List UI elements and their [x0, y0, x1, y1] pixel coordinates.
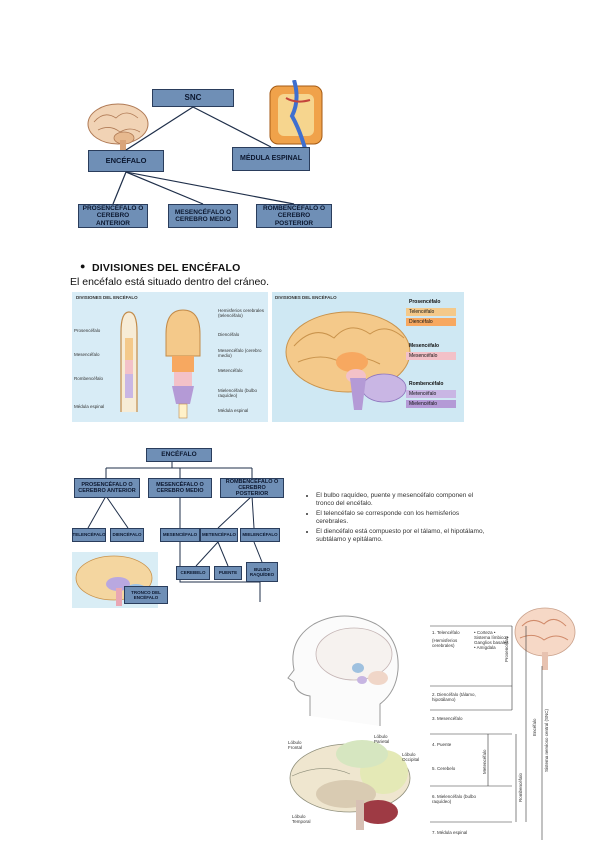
- node2-puente: PUENTE: [214, 566, 242, 580]
- node2-tronco: TRONCO DEL ENCÉFALO: [124, 586, 168, 604]
- node2-prosencefalo: PROSENCÉFALO O CEREBRO ANTERIOR: [74, 478, 140, 498]
- lobe-occipital: Lóbulo Occipital: [402, 752, 420, 762]
- list-item-1-sub: (Hemisferios cerebrales): [432, 638, 458, 648]
- figure-divisions-left: DIVISIONES DEL ENCÉFALO Prosencéfalo Mes…: [72, 292, 268, 422]
- notes-list: El bulbo raquídeo, puente y mesencéfalo …: [306, 492, 491, 546]
- right-label-hemisferios: Hemisferios cerebrales (telencéfalo): [218, 308, 265, 318]
- node2-telencefalo: TELENCÉFALO: [72, 528, 106, 542]
- tag-metencefalo: Metencéfalo: [406, 390, 456, 398]
- bullet-point: ●: [80, 261, 86, 271]
- lobes-brain-illustration: [289, 740, 411, 830]
- section-title: DIVISIONES DEL ENCÉFALO: [92, 262, 241, 274]
- node-mesencefalo: MESENCÉFALO O CEREBRO MEDIO: [168, 204, 238, 228]
- node2-diencefalo: DIENCÉFALO: [110, 528, 144, 542]
- lobe-frontal: Lóbulo Frontal: [288, 740, 303, 750]
- note-item: El bulbo raquídeo, puente y mesencéfalo …: [316, 492, 491, 509]
- group-prosencefalo: Prosencéfalo: [409, 299, 441, 305]
- node-rombencefalo: ROMBENCÉFALO O CEREBRO POSTERIOR: [256, 204, 332, 228]
- node-snc: SNC: [152, 89, 234, 107]
- right-label-diencefalo: Diencéfalo: [218, 332, 240, 337]
- figure-divisions-right: DIVISIONES DEL ENCÉFALO Prosencéfalo Tel…: [272, 292, 464, 422]
- node-prosencefalo: PROSENCÉFALO O CEREBRO ANTERIOR: [78, 204, 148, 228]
- left-label-rombencefalo: Rombencéfalo: [74, 376, 104, 381]
- node2-mielencefalo: MIELENCÉFALO: [240, 528, 280, 542]
- adult-brain-illustration: [285, 311, 411, 410]
- head-profile-illustration: [287, 615, 399, 726]
- list-item-7: 7. Médula espinal: [432, 830, 468, 835]
- right-label-metencefalo: Metencéfalo: [218, 368, 243, 373]
- node2-mesencefalo-sub: MESENCÉFALO: [160, 528, 200, 542]
- figure-right-title: DIVISIONES DEL ENCÉFALO: [275, 295, 337, 300]
- list-item-2: 2. Diencéfalo (tálamo, hipotálamo): [432, 692, 476, 702]
- vertical-encefalo: Encéfalo: [532, 718, 537, 736]
- node-medula-espinal: MÉDULA ESPINAL: [232, 147, 310, 171]
- figure-left-title: DIVISIONES DEL ENCÉFALO: [76, 295, 138, 300]
- figure-head-brain: Lóbulo Frontal Lóbulo Parietal Lóbulo Oc…: [280, 606, 420, 840]
- group-rombencefalo: Rombencéfalo: [409, 381, 444, 387]
- diagram-snc: SNC ENCÉFALO MÉDULA ESPINAL PROSENCÉFALO…: [72, 70, 336, 242]
- node2-mesencefalo: MESENCÉFALO O CEREBRO MEDIO: [148, 478, 212, 498]
- small-brain-illustration: [514, 607, 576, 670]
- vertical-snc: Sistema nervioso central (SNC): [544, 708, 549, 772]
- left-label-medula: Médula espinal: [74, 404, 105, 409]
- tag-mesencefalo: Mesencéfalo: [406, 352, 456, 360]
- note-item: El telencéfalo se corresponde con los he…: [316, 510, 491, 527]
- node2-cerebelo: CEREBELO: [176, 566, 210, 580]
- list-brackets: [430, 625, 543, 840]
- list-item-3: 3. Mesencéfalo: [432, 716, 463, 721]
- diagram1-connectors: [112, 106, 295, 205]
- left-label-mesencefalo: Mesencéfalo: [74, 352, 100, 357]
- spinal-cord-illustration: [269, 80, 323, 152]
- figure-divisions-list: 1. Telencéfalo (Hemisferios cerebrales) …: [430, 606, 580, 842]
- list-item-5: 5. Cerebelo: [432, 766, 456, 771]
- right-label-medula: Médula espinal: [218, 408, 249, 413]
- lobe-temporal: Lóbulo Temporal: [292, 814, 311, 824]
- note-item: El diencéfalo está compuesto por el tála…: [316, 528, 491, 545]
- list-item-1: 1. Telencéfalo: [432, 630, 460, 635]
- right-label-mielencefalo: Mielencéfalo (bulbo raquídeo): [218, 388, 258, 398]
- right-label-mesencefalo: Mesencéfalo (cerebro medio): [218, 348, 262, 358]
- vertical-rombencefalo: Rombencéfalo: [518, 772, 523, 802]
- list-item-4: 4. Puente: [432, 742, 452, 747]
- vertical-prosencefalo: Prosencéfalo: [504, 635, 509, 662]
- node2-encefalo: ENCÉFALO: [146, 448, 212, 462]
- group-mesencefalo: Mesencéfalo: [409, 343, 440, 349]
- node2-metencefalo: METENCÉFALO: [200, 528, 238, 542]
- diagram-encefalo: ENCÉFALO PROSENCÉFALO O CEREBRO ANTERIOR…: [72, 444, 284, 610]
- vertical-metencefalo: Metencéfalo: [482, 749, 487, 774]
- left-label-prosencefalo: Prosencéfalo: [74, 328, 101, 333]
- list-item-1-parts: • Corteza • Sistema límbico • Ganglios b…: [474, 630, 509, 650]
- brain-illustration: [87, 103, 149, 154]
- neural-tube-stage1: [120, 311, 138, 412]
- tag-mielencefalo: Mielencéfalo: [406, 400, 456, 408]
- neural-tube-stage2: [165, 309, 201, 419]
- lobe-parietal: Lóbulo Parietal: [374, 734, 390, 744]
- section-intro: El encéfalo está situado dentro del crán…: [70, 276, 270, 288]
- list-item-6: 6. Mielencéfalo (bulbo raquídeo): [432, 794, 477, 804]
- node2-bulbo: BULBO RAQUÍDEO: [246, 562, 278, 582]
- node2-rombencefalo: ROMBENCÉFALO O CEREBRO POSTERIOR: [220, 478, 284, 498]
- node-encefalo: ENCÉFALO: [88, 150, 164, 172]
- tag-diencefalo: Diencéfalo: [406, 318, 456, 326]
- tag-telencefalo: Telencéfalo: [406, 308, 456, 316]
